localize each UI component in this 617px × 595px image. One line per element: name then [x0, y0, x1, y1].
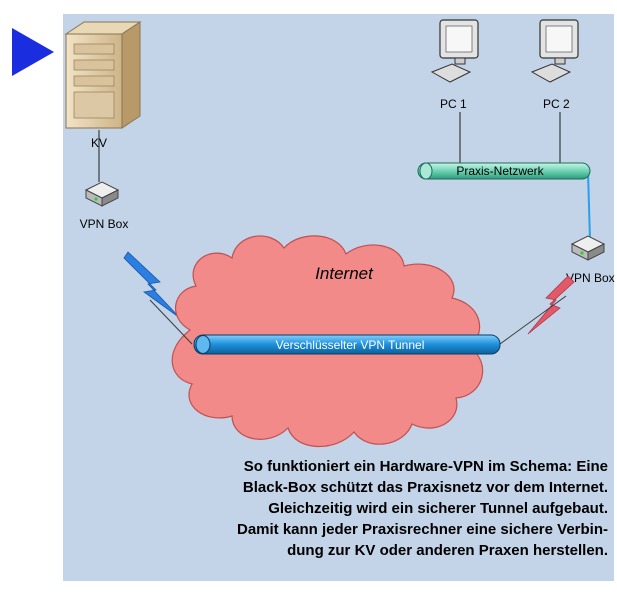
network-to-vpn-line: [587, 171, 591, 241]
pc1-label: PC 1: [440, 97, 467, 111]
caption-text: So funktioniert ein Hardware-VPN im Sche…: [70, 456, 608, 561]
pc1-icon: [430, 19, 479, 83]
vpn-box-right-label: VPN Box: [566, 271, 615, 285]
vpn-box-left-icon: [84, 181, 120, 207]
pc2-icon: [530, 19, 579, 83]
praxis-network-label: Praxis-Netzwerk: [456, 164, 544, 178]
caption-line: Gleichzeitig wird ein sicherer Tunnel au…: [268, 500, 608, 517]
kv-label: KV: [91, 136, 107, 150]
caption-line: Black-Box schützt das Praxisnetz vor dem…: [242, 479, 608, 496]
praxis-network-bar: [417, 162, 591, 180]
internet-label: Internet: [315, 264, 374, 283]
lightning-left-icon: [123, 251, 181, 319]
tunnel-right-line: [499, 295, 567, 345]
pc2-label: PC 2: [543, 97, 570, 111]
tunnel-left-line: [149, 299, 193, 345]
vpn-box-right-icon: [570, 235, 606, 261]
vpn-tunnel: [193, 334, 501, 355]
kv-server-icon: [64, 21, 142, 129]
vpn-tunnel-label: Verschlüsselter VPN Tunnel: [276, 338, 425, 352]
vpn-box-left-label: VPN Box: [80, 217, 129, 231]
lightning-right-icon: [527, 275, 575, 335]
caption-line: dung zur KV oder anderen Praxen herstell…: [287, 542, 608, 559]
pointer-arrow-icon: [12, 28, 54, 76]
caption-line: Damit kann jeder Praxisrechner eine sich…: [236, 521, 608, 538]
caption-line: So funktioniert ein Hardware-VPN im Sche…: [243, 458, 608, 475]
